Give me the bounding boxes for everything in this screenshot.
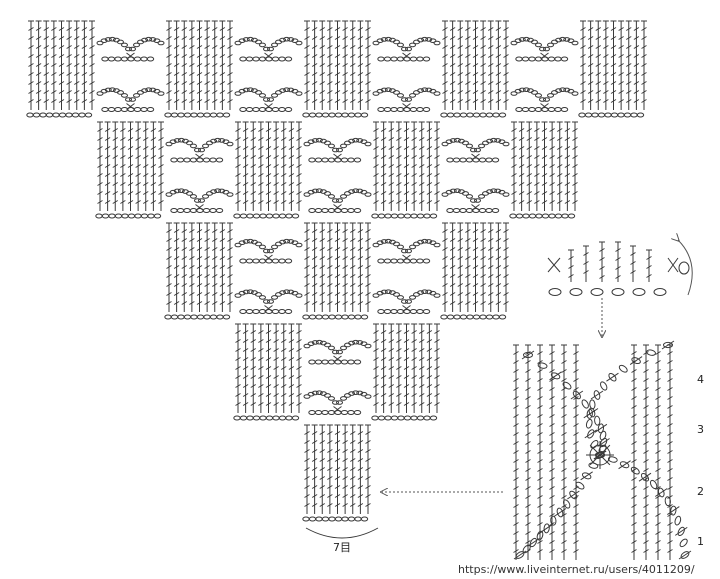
double-crochet-block bbox=[26, 20, 95, 118]
corner-detail bbox=[547, 241, 690, 296]
turn-arrow bbox=[678, 240, 693, 296]
fan-block bbox=[234, 238, 303, 314]
double-crochet-block bbox=[164, 222, 233, 320]
source-watermark: https://www.liveinternet.ru/users/401120… bbox=[458, 563, 695, 576]
fan-block bbox=[165, 137, 234, 213]
double-crochet-block bbox=[440, 20, 509, 118]
double-crochet-block bbox=[302, 222, 371, 320]
double-crochet-block bbox=[578, 20, 647, 118]
fan-block bbox=[372, 36, 441, 112]
double-crochet-block bbox=[440, 222, 509, 320]
double-crochet-block bbox=[509, 121, 578, 219]
fan-block bbox=[234, 36, 303, 112]
double-crochet-block bbox=[302, 424, 371, 522]
double-crochet-block bbox=[371, 121, 440, 219]
double-crochet-block bbox=[233, 323, 302, 421]
row-number-1: 1 bbox=[697, 535, 704, 548]
fan-block bbox=[441, 137, 510, 213]
row-number-2: 2 bbox=[697, 485, 704, 498]
double-crochet-block bbox=[371, 323, 440, 421]
fan-block bbox=[303, 339, 372, 415]
pyramid-stitch-grid bbox=[26, 20, 647, 522]
fan-block bbox=[510, 36, 579, 112]
fan-block bbox=[372, 238, 441, 314]
start-chain-label: 7目 bbox=[333, 541, 351, 554]
row-number-4: 4 bbox=[697, 373, 704, 386]
double-crochet-block bbox=[233, 121, 302, 219]
double-crochet-block bbox=[302, 20, 371, 118]
row-number-3: 3 bbox=[697, 423, 704, 436]
double-crochet-block bbox=[164, 20, 233, 118]
fan-block bbox=[303, 137, 372, 213]
double-crochet-block bbox=[95, 121, 164, 219]
start-chain-bracket bbox=[305, 527, 379, 539]
fan-block bbox=[96, 36, 165, 112]
lace-detail bbox=[513, 340, 692, 560]
